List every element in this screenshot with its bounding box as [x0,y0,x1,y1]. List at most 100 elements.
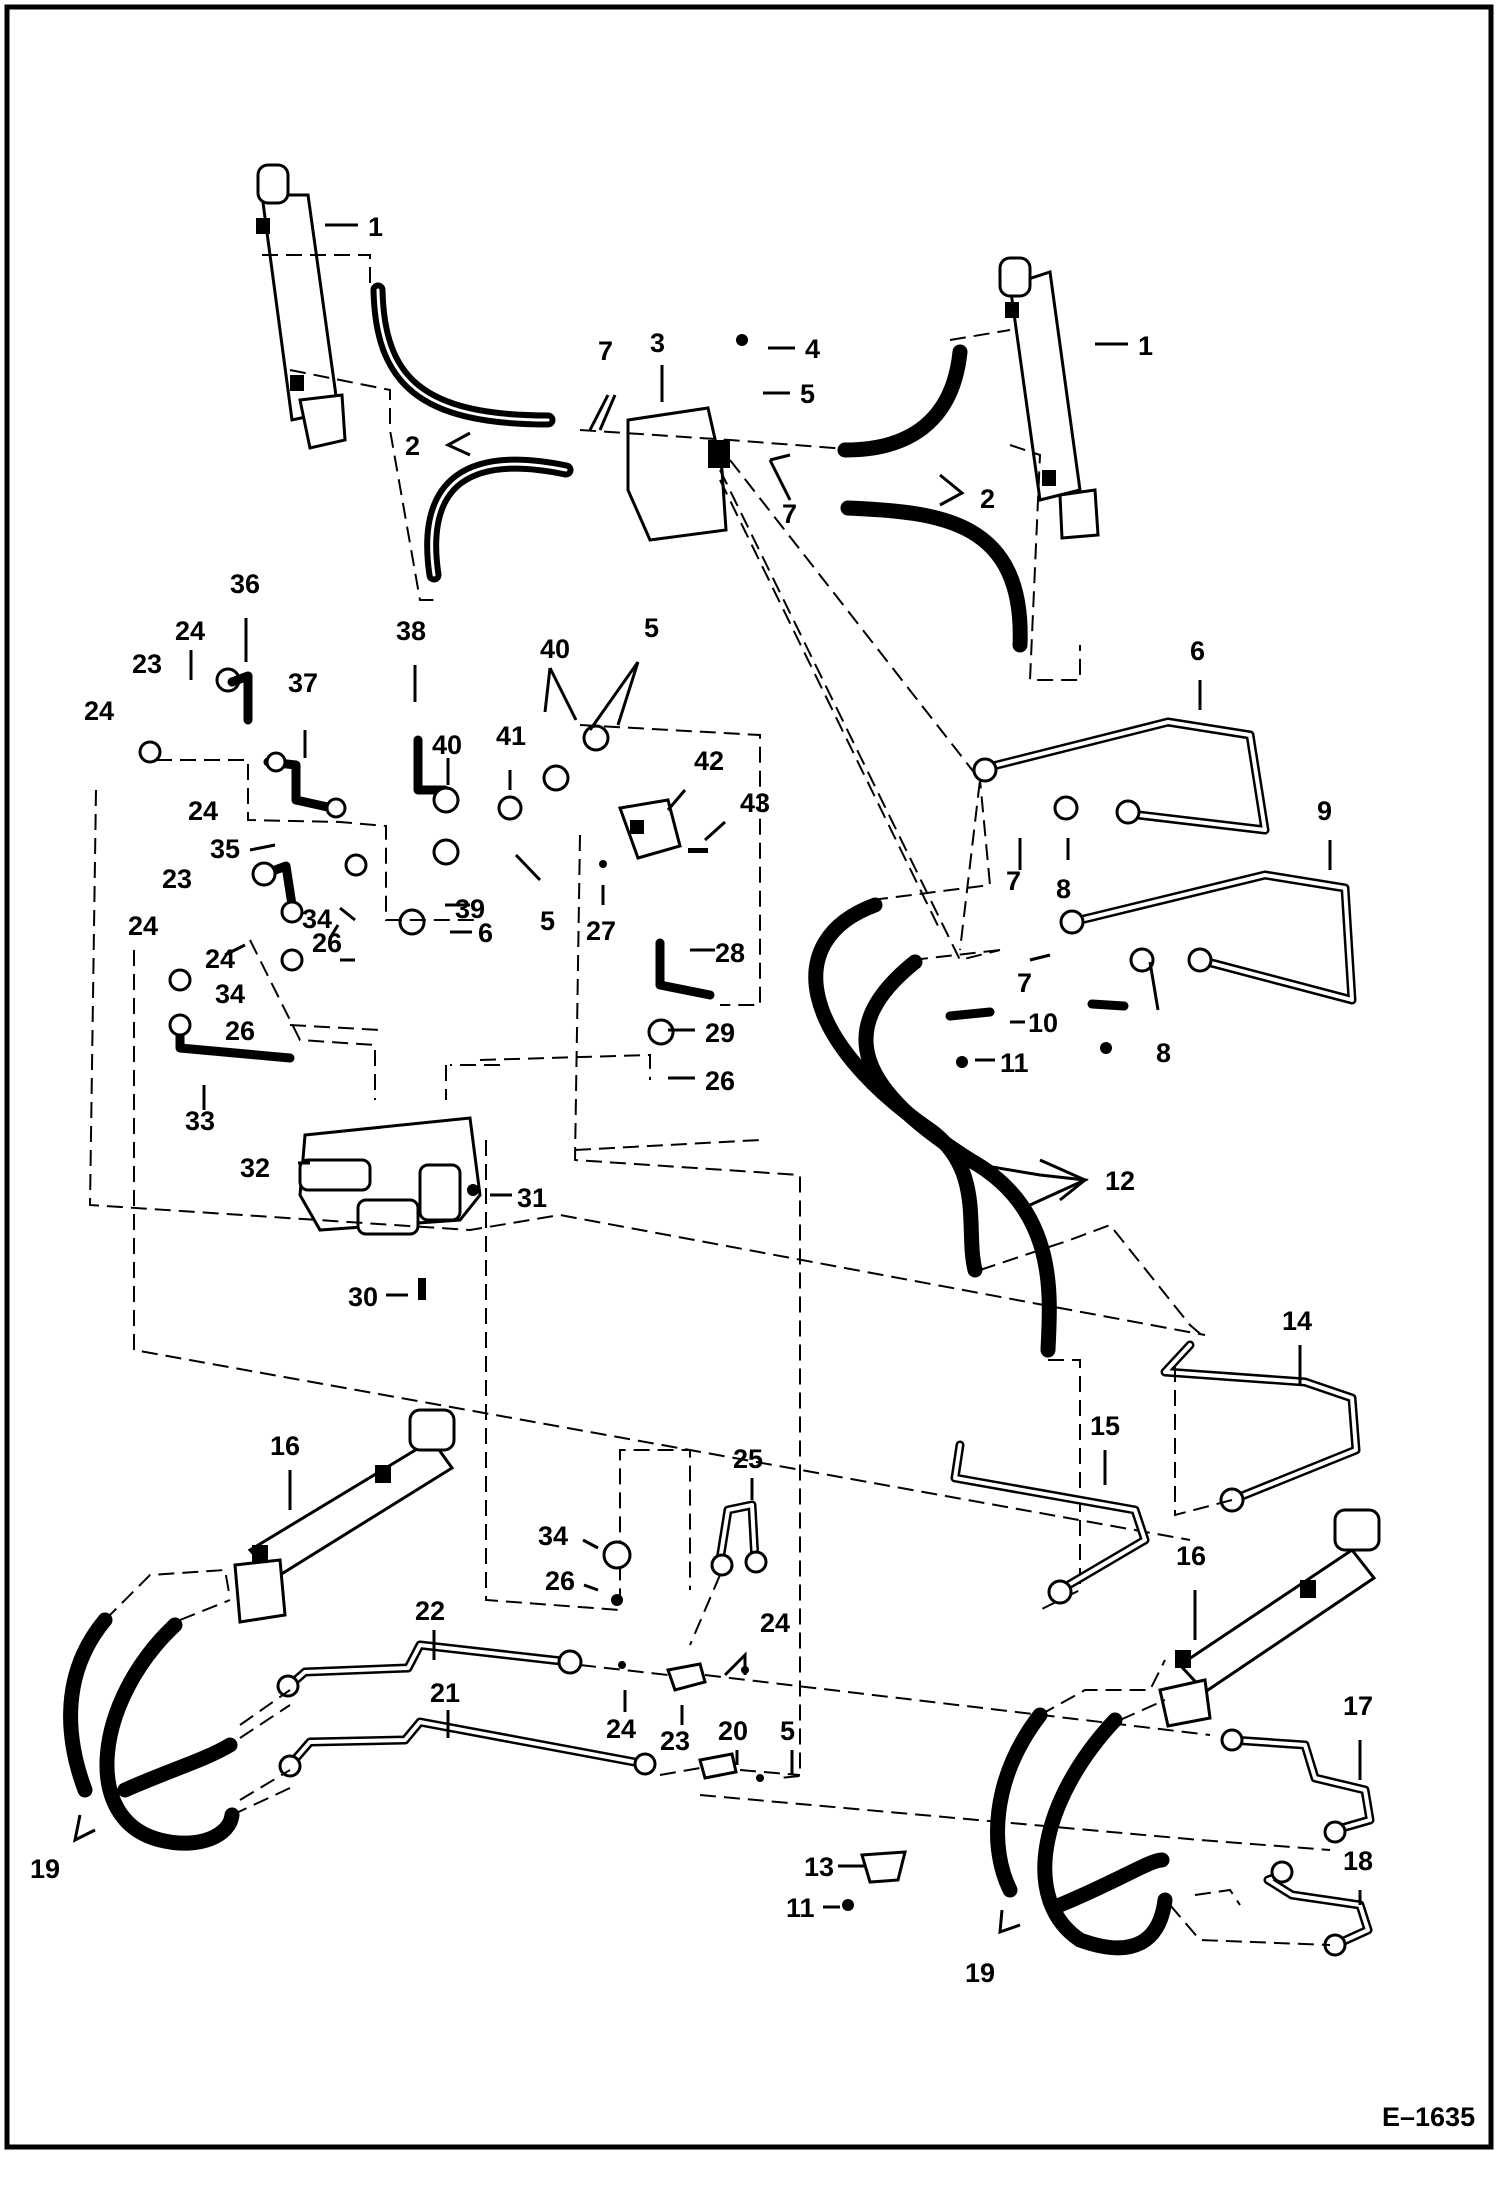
callout: 7 [782,499,797,529]
top-left-lift-cylinder [256,163,347,450]
tube-6 [972,717,1270,835]
callout: 18 [1343,1846,1373,1876]
callout: 35 [210,834,240,864]
tube-9 [1059,870,1357,1005]
callout: 1 [1138,331,1153,361]
callout: 34 [215,979,245,1009]
callout: 4 [805,334,820,364]
callout: 41 [496,721,526,751]
bottom-left-cylinder [233,1408,456,1624]
callout: 23 [132,649,162,679]
callout: 39 [455,894,485,924]
callout: 31 [517,1183,547,1213]
callout: 22 [415,1596,445,1626]
callout: 2 [980,484,995,514]
callout: 5 [540,906,555,936]
top-dashed-leaders [262,254,1081,962]
callout: 37 [288,668,318,698]
callout: 9 [1317,796,1332,826]
long-hoses-12 [808,779,1206,1611]
tee-fittings-20-23 [579,1661,1331,1851]
callout: 40 [432,730,462,760]
callout: 7 [1006,866,1021,896]
callout: 15 [1090,1411,1120,1441]
callout: 10 [1028,1008,1058,1038]
callout: 25 [733,1444,763,1474]
callout: 24 [760,1608,790,1638]
callout: 28 [715,938,745,968]
callout: 26 [705,1066,735,1096]
fitting-34-26-bottom [602,1540,632,1606]
callout: 11 [786,1893,815,1923]
callout: 34 [538,1521,568,1551]
callout: 19 [965,1958,995,1988]
callout: 16 [1176,1541,1206,1571]
callout: 32 [240,1153,270,1183]
callout: 24 [606,1714,636,1744]
callout: 5 [644,613,659,643]
callout: 24 [128,911,158,941]
small-valve-block-42 [599,798,708,868]
callout: 7 [598,336,613,366]
callout: 21 [430,1678,460,1708]
top-hoses [370,282,1028,653]
middle-dashed-leaders [88,724,1206,1779]
callout: 38 [396,616,426,646]
callout: 29 [705,1018,735,1048]
tube-22 [239,1640,583,1726]
drawing-code: E–1635 [1382,2102,1475,2132]
callout: 26 [312,928,342,958]
drawing-frame [4,4,1494,2150]
callout: 6 [478,918,493,948]
callout: 40 [540,634,570,664]
callout: 16 [270,1431,300,1461]
callout: 24 [205,944,235,974]
callout: 2 [405,431,420,461]
bottom-left-hoses-19 [63,1568,291,1851]
callout: 5 [780,1716,795,1746]
top-right-lift-cylinder [998,256,1100,540]
callout: 8 [1156,1038,1171,1068]
callout-numbers: 1 1 2 2 3 4 5 7 7 36 24 23 24 24 37 38 4… [30,212,1373,1988]
callout: 27 [586,916,616,946]
bottom-right-hoses-19 [990,1659,1173,1956]
flow-divider-valve [626,334,748,542]
callout: 7 [1017,968,1032,998]
callout: 3 [650,328,665,358]
callout: 24 [84,696,114,726]
tube-18 [1169,1860,1373,1957]
tube-15 [950,1440,1150,1605]
callout: 30 [348,1282,378,1312]
control-valve-assembly [298,1116,482,1300]
callout: 20 [718,1716,748,1746]
callout: 26 [225,1016,255,1046]
tube-25 [689,1500,768,1646]
clips-10-11 [945,999,1129,1068]
callout: 11 [1000,1048,1029,1078]
tube-21 [239,1717,657,1801]
callout: 43 [740,788,770,818]
callout: 23 [162,864,192,894]
callout: 24 [188,796,218,826]
callout-leaders [189,223,1362,1909]
tube-17 [1220,1728,1375,1844]
callout: 13 [804,1852,834,1882]
callout: 8 [1056,874,1071,904]
clamp-13 [842,1850,907,1911]
callout: 36 [230,569,260,599]
callout: 42 [694,746,724,776]
callout: 24 [175,616,205,646]
callout: 12 [1105,1166,1135,1196]
callout: 17 [1343,1691,1373,1721]
callout: 5 [800,379,815,409]
callout: 26 [545,1566,575,1596]
callout: 1 [368,212,383,242]
callout: 6 [1190,636,1205,666]
bottom-right-cylinder [1158,1508,1381,1728]
callout: 14 [1282,1306,1312,1336]
callout: 19 [30,1854,60,1884]
callout: 33 [185,1106,215,1136]
callout: 23 [660,1726,690,1756]
fittings-upper-left [138,667,715,1063]
